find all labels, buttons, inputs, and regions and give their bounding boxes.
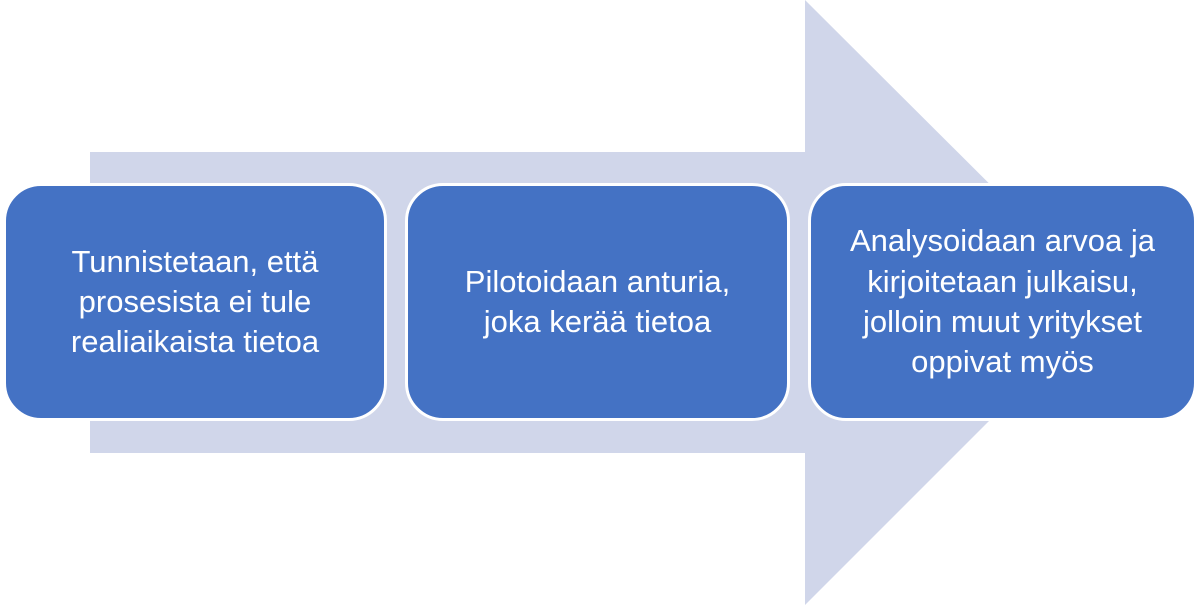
process-step-1: Tunnistetaan, että prosesista ei tule re… <box>3 183 387 421</box>
process-step-2-text: Pilotoidaan anturia, joka kerää tietoa <box>464 263 731 339</box>
process-step-1-text: Tunnistetaan, että prosesista ei tule re… <box>70 243 320 360</box>
process-step-3: Analysoidaan arvoa ja kirjoitetaan julka… <box>808 183 1197 421</box>
process-step-3-text: Analysoidaan arvoa ja kirjoitetaan julka… <box>849 223 1156 380</box>
process-step-2: Pilotoidaan anturia, joka kerää tietoa <box>405 183 790 421</box>
